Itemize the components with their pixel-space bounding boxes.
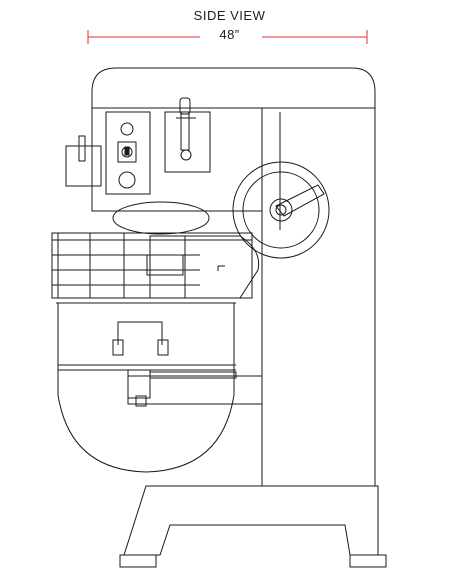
speed-lever	[164, 97, 211, 173]
side-control-box	[65, 135, 102, 187]
mixer-head	[91, 67, 376, 212]
bowl-support-arm	[127, 369, 263, 407]
mixer-base	[119, 485, 387, 568]
width-dimension-line	[87, 30, 368, 44]
control-panel	[105, 111, 151, 195]
bowl-lift-handwheel	[232, 161, 330, 259]
mixer-column	[261, 107, 376, 487]
mixing-bowl	[56, 302, 236, 473]
gear-housing	[112, 201, 210, 235]
bowl-guard	[51, 232, 260, 299]
dimension-label: 48”	[219, 27, 240, 42]
view-title: SIDE VIEW	[193, 8, 266, 23]
